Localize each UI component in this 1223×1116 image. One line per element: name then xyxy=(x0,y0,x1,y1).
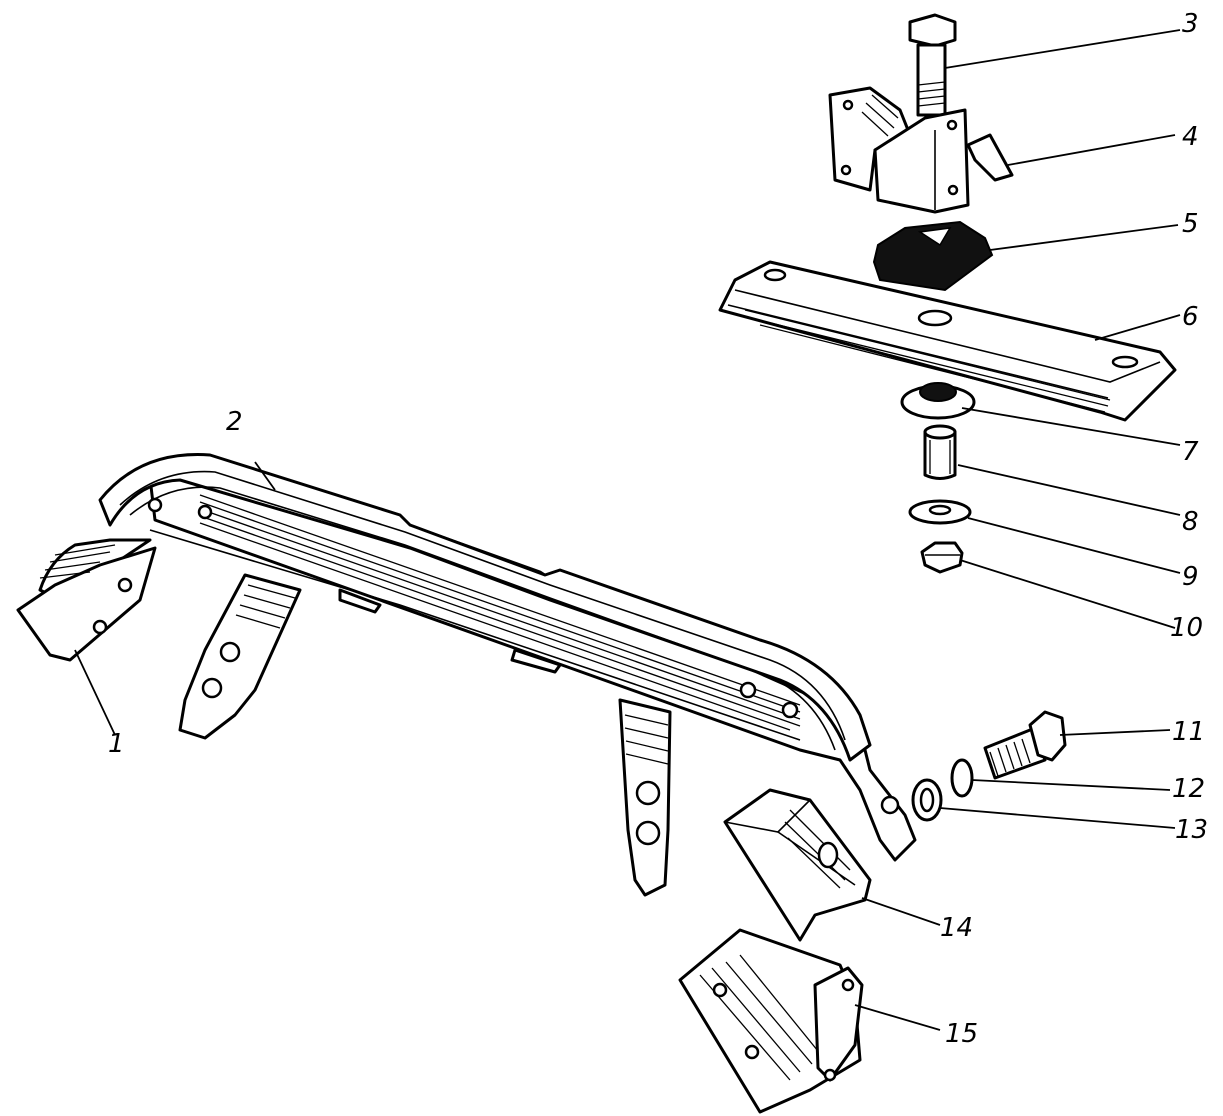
left-hanger xyxy=(178,573,302,740)
side-bolt xyxy=(983,710,1067,780)
left-bracket xyxy=(16,538,157,662)
support-plate xyxy=(718,260,1177,422)
leader-6 xyxy=(1094,314,1181,341)
callout-3: 3 xyxy=(1182,9,1199,39)
callout-7: 7 xyxy=(1182,437,1199,467)
leader-15 xyxy=(854,1004,941,1031)
callout-9: 9 xyxy=(1182,562,1199,592)
flat-washer xyxy=(908,499,972,525)
rubber-pad xyxy=(872,220,994,292)
leader-13 xyxy=(939,807,1176,829)
callout-5: 5 xyxy=(1182,209,1199,239)
leader-9 xyxy=(967,517,1181,574)
callout-4: 4 xyxy=(1182,122,1199,152)
callout-12: 12 xyxy=(1172,774,1205,804)
lower-bracket xyxy=(678,928,864,1114)
rubber-block xyxy=(723,788,872,942)
leader-5 xyxy=(989,224,1179,251)
callout-numbers: 1 2 3 4 5 6 7 8 9 10 11 12 13 14 15 xyxy=(108,9,1208,1049)
callout-14: 14 xyxy=(940,913,973,943)
leader-4 xyxy=(1007,134,1176,166)
callout-2: 2 xyxy=(226,407,243,437)
leader-10 xyxy=(959,559,1176,629)
shouldered-washer xyxy=(900,382,976,420)
small-washer xyxy=(911,778,943,822)
callout-6: 6 xyxy=(1182,302,1199,332)
leader-14 xyxy=(861,897,941,926)
callout-1: 1 xyxy=(108,729,125,759)
leader-11 xyxy=(1059,729,1171,736)
callout-10: 10 xyxy=(1170,613,1203,643)
leader-3 xyxy=(944,29,1181,69)
leader-8 xyxy=(957,464,1181,516)
right-hanger xyxy=(618,698,672,897)
callout-8: 8 xyxy=(1182,507,1199,537)
callout-11: 11 xyxy=(1172,717,1205,747)
spacer-sleeve xyxy=(923,424,957,480)
leader-12 xyxy=(971,779,1171,791)
upper-bracket xyxy=(828,86,1014,214)
hex-nut xyxy=(920,541,964,574)
leader-7 xyxy=(961,407,1181,446)
leader-2 xyxy=(254,461,276,491)
callout-13: 13 xyxy=(1175,815,1208,845)
callout-15: 15 xyxy=(945,1019,978,1049)
cross-beam xyxy=(98,453,917,862)
top-bolt xyxy=(908,13,957,117)
leader-1 xyxy=(74,649,116,736)
leader-lines xyxy=(74,29,1181,1031)
spring-washer xyxy=(950,758,974,798)
